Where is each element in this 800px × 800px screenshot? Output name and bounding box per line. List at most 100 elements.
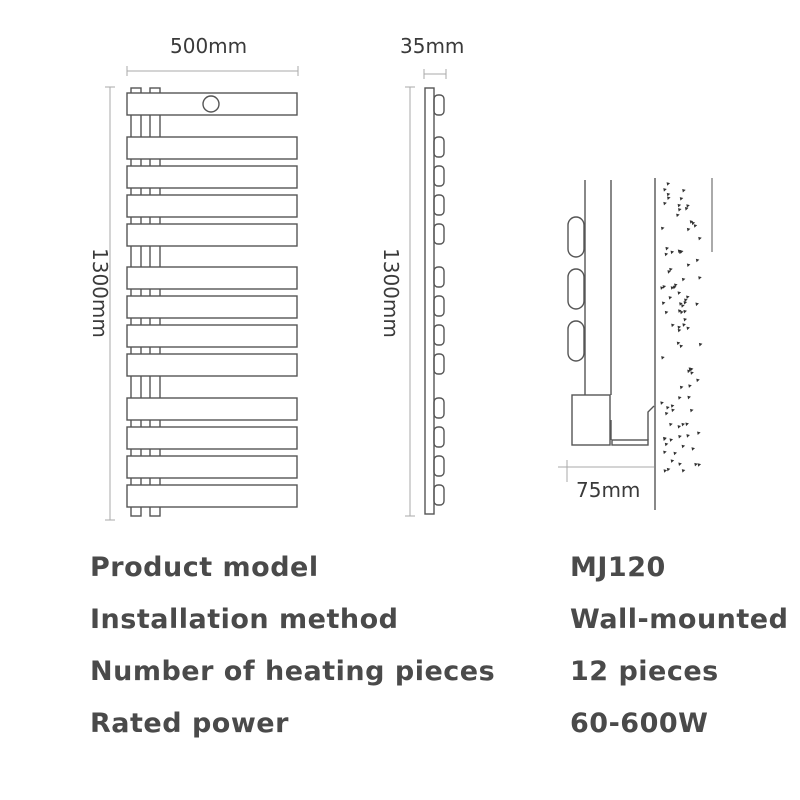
wall-texture-dot	[674, 283, 678, 288]
wall-texture-dot	[660, 226, 665, 231]
wall-texture-dot	[661, 301, 666, 306]
heating-bar	[126, 484, 298, 508]
wall-texture-dot	[665, 412, 669, 416]
detail-clip	[611, 439, 649, 446]
wall-texture-dot	[681, 277, 686, 282]
wall-texture-dot	[697, 431, 701, 436]
wall-texture-dot	[663, 437, 667, 442]
wall-texture-dot	[665, 246, 669, 251]
spec-row-power: Rated power 60-600W	[0, 696, 800, 748]
heating-bar	[126, 397, 298, 421]
spec-row-installation: Installation method Wall-mounted	[0, 592, 800, 644]
depth-label: 35mm	[400, 34, 464, 58]
wall-texture-dot	[698, 236, 702, 241]
detail-view	[558, 178, 713, 510]
wall-texture-dot	[669, 267, 673, 272]
wall-texture-dot	[683, 301, 688, 305]
height-front-label: 1300mm	[88, 248, 112, 338]
spec-table: Product model MJ120 Installation method …	[0, 540, 800, 780]
wall-texture-dot	[690, 371, 694, 375]
side-bar	[433, 324, 445, 346]
heating-bar	[126, 324, 298, 348]
detail-bar-1	[567, 216, 585, 258]
spec-label: Number of heating pieces	[90, 656, 496, 687]
wall-texture-dot	[671, 408, 675, 413]
wall-texture-dot	[668, 296, 673, 300]
side-bar	[433, 94, 445, 116]
side-bar	[433, 455, 445, 477]
wall-texture-dot	[693, 224, 698, 228]
wall-texture-dot	[679, 385, 684, 390]
wall-texture-dot	[697, 463, 702, 467]
heating-bar	[126, 165, 298, 189]
wall-texture-dot	[677, 328, 682, 333]
wall-texture-dot	[669, 438, 674, 442]
heating-bar	[126, 136, 298, 160]
wall-texture-dot	[681, 304, 685, 308]
wall-texture-dot	[678, 434, 682, 439]
front-view	[105, 66, 299, 521]
wall-texture-dot	[691, 447, 696, 451]
wall-texture-dot	[670, 286, 675, 290]
detail-bar-3	[567, 320, 585, 362]
spec-label: Rated power	[90, 708, 289, 739]
wall-texture-dot	[673, 451, 678, 456]
wall-texture-dot	[681, 444, 686, 449]
wall-texture-dot	[660, 401, 664, 405]
spec-label: Product model	[90, 552, 319, 583]
wall-texture-dot	[679, 344, 684, 349]
wall-texture-dot	[677, 425, 682, 429]
side-bar	[433, 295, 445, 317]
side-bar	[433, 165, 445, 187]
wall-texture-dot	[664, 310, 669, 315]
wall-texture-dot	[678, 250, 683, 254]
heating-bar	[126, 266, 298, 290]
wall-texture-dot	[695, 302, 699, 307]
wall-texture-dot	[678, 396, 682, 400]
wall-texture-dot	[684, 207, 689, 211]
wall-texture-dot	[670, 250, 675, 255]
wall-texture-dot	[671, 323, 675, 328]
side-bar	[433, 397, 445, 419]
wall-texture-dot	[676, 213, 680, 218]
wall-texture-dot	[695, 258, 700, 263]
wall-texture-dot	[687, 395, 691, 400]
wall-texture-dot	[677, 203, 682, 208]
wall-texture-dot	[666, 182, 671, 186]
wall-texture-dot	[688, 367, 693, 371]
wall-texture-dot	[666, 467, 671, 472]
heating-bar	[126, 295, 298, 319]
wall-texture-dot	[691, 221, 696, 226]
wall-texture-dot	[688, 384, 692, 388]
side-bar	[433, 484, 445, 506]
wall-texture-dot	[689, 220, 694, 224]
wall-texture-dot	[664, 252, 669, 257]
wall-texture-dot	[677, 325, 682, 330]
wall-texture-dot	[678, 462, 682, 466]
wall-texture-dot	[669, 422, 673, 427]
heating-bar	[126, 194, 298, 218]
wall-texture-dot	[682, 323, 686, 327]
spec-value: 60-600W	[570, 708, 709, 739]
wall-texture-dot	[660, 286, 664, 290]
spec-row-model: Product model MJ120	[0, 540, 800, 592]
wall-texture-dot	[662, 285, 667, 289]
wall-texture-dot	[698, 342, 703, 347]
height-side-label: 1300mm	[379, 248, 403, 338]
wall-texture-dot	[667, 196, 671, 201]
wall-texture-dot	[670, 459, 675, 463]
side-frame	[424, 87, 435, 515]
wall-offset-label: 75mm	[576, 478, 640, 502]
wall-texture-dot	[696, 378, 700, 383]
side-bar	[433, 194, 445, 216]
wall-texture-dot	[679, 302, 683, 306]
wall-texture-dot	[679, 197, 684, 201]
spec-label: Installation method	[90, 604, 399, 635]
heating-bar	[126, 426, 298, 450]
wall-texture-dot	[698, 276, 702, 280]
wall-texture-dot	[681, 469, 686, 473]
control-bar	[126, 92, 298, 116]
side-bar	[433, 136, 445, 158]
heating-bar	[126, 455, 298, 479]
technical-drawing: 500mm 35mm 1300mm 1300mm 75mm	[88, 34, 713, 521]
